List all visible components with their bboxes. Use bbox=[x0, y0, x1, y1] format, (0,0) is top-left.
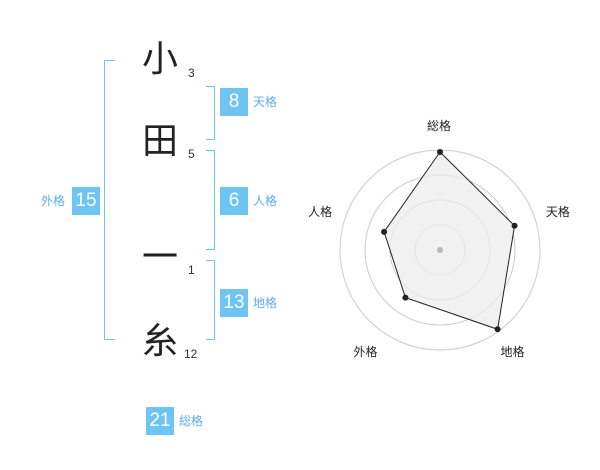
jinkaku-label: 人格 bbox=[253, 194, 278, 208]
radar-point-3 bbox=[494, 326, 501, 333]
tenkaku-badge: 8 bbox=[220, 88, 248, 116]
stroke-count-4: 12 bbox=[184, 347, 198, 361]
name-char-3: 一 bbox=[141, 237, 178, 278]
radar-point-5 bbox=[381, 228, 388, 235]
name-char-1: 小 bbox=[141, 39, 178, 80]
tenkaku-label: 天格 bbox=[253, 95, 278, 109]
radar-point-4 bbox=[402, 294, 409, 301]
radar-point-1 bbox=[437, 149, 443, 155]
soukaku-badge: 21 bbox=[146, 407, 174, 435]
chikaku-badge: 13 bbox=[220, 289, 248, 317]
name-char-4: 糸 bbox=[141, 321, 178, 362]
gaikaku-label: 外格 bbox=[41, 194, 66, 208]
stroke-count-2: 5 bbox=[188, 147, 195, 161]
radar-axis-label-1: 総格 bbox=[427, 119, 452, 133]
gaikaku-badge: 15 bbox=[72, 187, 100, 215]
tenkaku-bracket bbox=[206, 86, 215, 140]
soukaku-label: 総格 bbox=[179, 414, 204, 428]
radar-axis-label-2: 天格 bbox=[545, 205, 570, 220]
stroke-count-3: 1 bbox=[188, 263, 195, 277]
jinkaku-bracket bbox=[206, 150, 215, 250]
radar-axis-label-4: 外格 bbox=[353, 345, 378, 360]
chikaku-bracket bbox=[206, 260, 215, 340]
radar-series-polygon bbox=[383, 151, 516, 330]
radar-point-2 bbox=[511, 222, 518, 229]
gaikaku-bracket bbox=[104, 60, 115, 340]
name-char-2: 田 bbox=[141, 121, 178, 162]
stroke-count-1: 3 bbox=[188, 66, 195, 80]
jinkaku-badge: 6 bbox=[220, 187, 248, 215]
chikaku-label: 地格 bbox=[253, 296, 278, 310]
radar-axis-label-5: 人格 bbox=[308, 205, 333, 220]
radar-axis-label-3: 地格 bbox=[500, 345, 525, 360]
radar-center-dot bbox=[437, 247, 443, 253]
